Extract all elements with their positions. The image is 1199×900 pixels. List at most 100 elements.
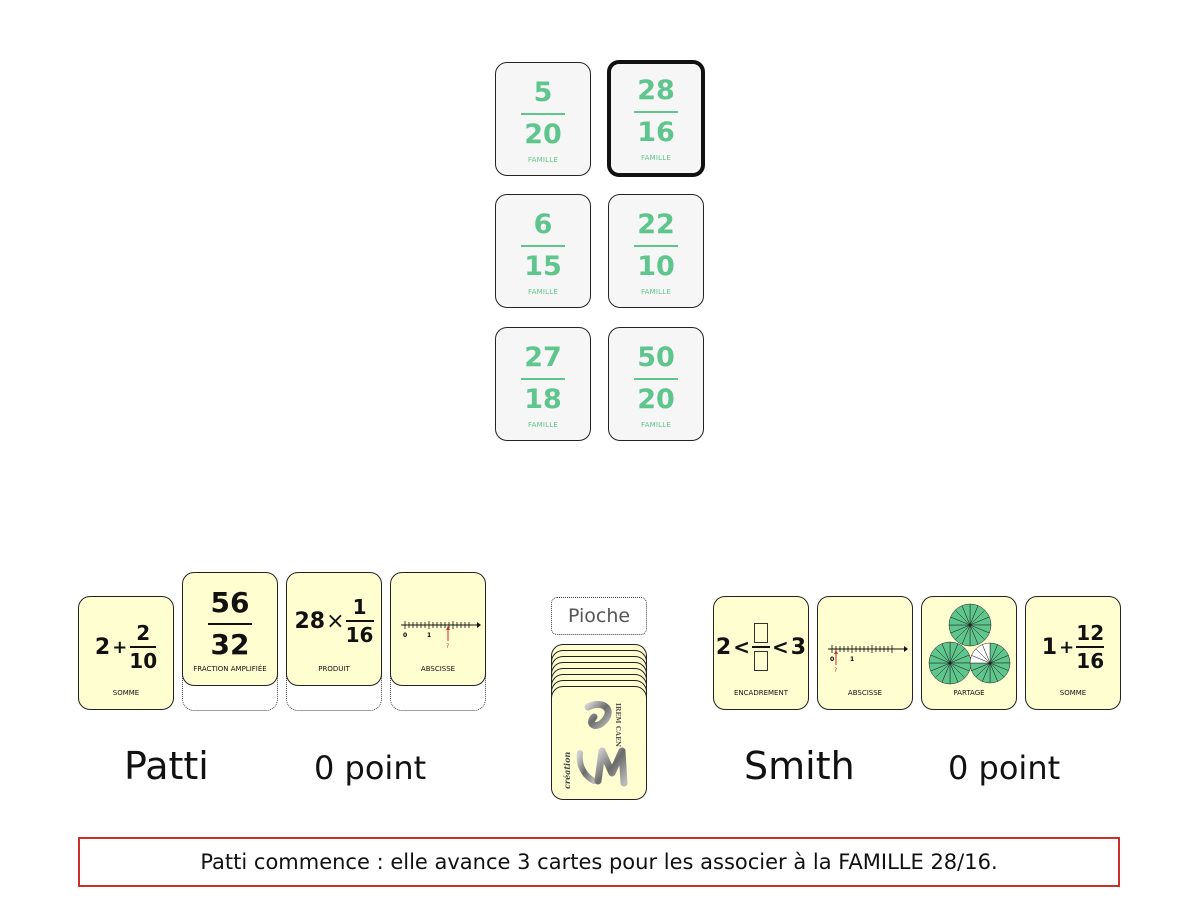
number-line-icon: 0 1 ? (828, 645, 908, 673)
family-numerator: 6 (533, 209, 553, 240)
player2-name: Smith (744, 744, 855, 788)
family-card-50-20[interactable]: 50 20 FAMILLE (608, 327, 704, 441)
card-label: PRODUIT (318, 665, 350, 673)
family-numerator: 28 (637, 75, 675, 106)
family-card-28-16[interactable]: 28 16 FAMILLE (607, 60, 705, 177)
family-numerator: 50 (637, 342, 675, 373)
pie-full-left (928, 641, 972, 685)
card-label: SOMME (112, 689, 140, 697)
plus-sign: + (1059, 636, 1075, 658)
number-line-icon: 0 1 ? (401, 621, 481, 649)
produit-numerator: 1 (352, 595, 367, 619)
fraction-bar (208, 623, 252, 625)
somme-numerator: 2 (136, 621, 151, 645)
produit-denominator: 16 (345, 623, 374, 647)
player1-card-somme[interactable]: 2 + 2 10 SOMME (78, 596, 174, 710)
family-denominator: 20 (524, 119, 562, 150)
card-label: ENCADREMENT (734, 689, 788, 697)
fraction-bar (521, 113, 565, 115)
family-card-22-10[interactable]: 22 10 FAMILLE (608, 194, 704, 308)
logo-text-top: IREM CAEN (614, 703, 622, 747)
times-sign: × (326, 608, 345, 634)
axis-one: 1 (427, 632, 431, 639)
player1-card-fraction-amplifiee[interactable]: 56 32 FRACTION AMPLIFIÉE (182, 572, 278, 686)
pie-partage-icon (928, 603, 1011, 685)
player1-card-produit[interactable]: 28 × 1 16 PRODUIT (286, 572, 382, 686)
amplifiee-numerator: 56 (210, 586, 250, 619)
pie-slice (961, 603, 971, 626)
fraction-bar (345, 620, 374, 622)
family-card-5-20[interactable]: 5 20 FAMILLE (495, 62, 591, 176)
family-label: FAMILLE (528, 421, 558, 429)
card-label: FRACTION AMPLIFIÉE (193, 665, 267, 673)
card-label: ABSCISSE (847, 689, 883, 697)
player2-card-partage[interactable]: PARTAGE (921, 596, 1017, 710)
axis-question: ? (446, 643, 449, 649)
produit-expression: 28 × 1 16 (287, 597, 381, 645)
logo-text-bottom: création (562, 752, 572, 789)
somme-expression: 1 + 12 16 (1026, 623, 1120, 671)
plus-sign: + (112, 636, 128, 658)
somme-whole: 1 (1041, 634, 1058, 660)
pie-slice (941, 641, 951, 664)
deck-top-card[interactable]: IREM CAEN création (551, 686, 647, 800)
pie-full-top (948, 603, 992, 647)
player2-card-encadrement[interactable]: 2 < < 3 ENCADREMENT (713, 596, 809, 710)
fraction-bar (521, 245, 565, 247)
family-denominator: 20 (637, 384, 675, 415)
axis-question: ? (834, 667, 837, 673)
amplifiee-fraction: 56 32 (208, 589, 252, 659)
game-message: Patti commence : elle avance 3 cartes po… (78, 837, 1120, 887)
player2-card-abscisse[interactable]: 0 1 ? ABSCISSE (817, 596, 913, 710)
encadrement-expression: 2 < < 3 (714, 623, 808, 671)
player1-name: Patti (124, 744, 209, 788)
family-label: FAMILLE (528, 156, 558, 164)
encadrement-right: 3 (790, 634, 807, 660)
irem-logo-icon: IREM CAEN création (562, 700, 628, 789)
somme-fraction: 12 16 (1076, 621, 1105, 673)
fraction-bar (634, 111, 678, 113)
card-label: PARTAGE (953, 689, 985, 697)
family-denominator: 18 (524, 384, 562, 415)
somme-numerator: 12 (1076, 621, 1105, 645)
fraction-bar (130, 646, 157, 648)
axis-zero: 0 (403, 632, 407, 639)
family-numerator: 22 (637, 209, 675, 240)
fraction-bar (1076, 646, 1105, 648)
axis-zero: 0 (830, 656, 834, 663)
family-label: FAMILLE (641, 421, 671, 429)
somme-denominator: 16 (1076, 649, 1105, 673)
blank-box (754, 651, 768, 671)
pie-slice (982, 642, 991, 664)
amplifiee-denominator: 32 (210, 628, 250, 661)
family-numerator: 5 (533, 77, 553, 108)
blank-box (754, 623, 768, 643)
fraction-bar (634, 378, 678, 380)
family-card-6-15[interactable]: 6 15 FAMILLE (495, 194, 591, 308)
produit-factor: 28 (294, 608, 326, 634)
player2-score: 0 point (948, 749, 1061, 787)
encadrement-left: 2 (715, 634, 732, 660)
family-label: FAMILLE (528, 288, 558, 296)
somme-denominator: 10 (129, 649, 158, 673)
fraction-bar (752, 646, 770, 648)
player1-score: 0 point (314, 749, 427, 787)
axis-one: 1 (850, 656, 854, 663)
card-label: SOMME (1059, 689, 1087, 697)
family-denominator: 16 (637, 117, 675, 148)
family-card-27-18[interactable]: 27 18 FAMILLE (495, 327, 591, 441)
amplifiee-expression: 56 32 (183, 589, 277, 659)
family-denominator: 10 (637, 251, 675, 282)
family-label: FAMILLE (641, 154, 671, 162)
card-label: ABSCISSE (420, 665, 456, 673)
less-than-sign: < (772, 635, 789, 659)
pioche-label: Pioche (551, 597, 647, 635)
family-denominator: 15 (524, 251, 562, 282)
somme-expression: 2 + 2 10 (79, 623, 173, 671)
produit-fraction: 1 16 (345, 595, 374, 647)
pie-partial-right (969, 642, 1011, 684)
player2-card-somme[interactable]: 1 + 12 16 SOMME (1025, 596, 1121, 710)
player1-card-abscisse[interactable]: 0 1 ? ABSCISSE (390, 572, 486, 686)
fraction-bar (521, 378, 565, 380)
blank-fraction (752, 623, 770, 671)
